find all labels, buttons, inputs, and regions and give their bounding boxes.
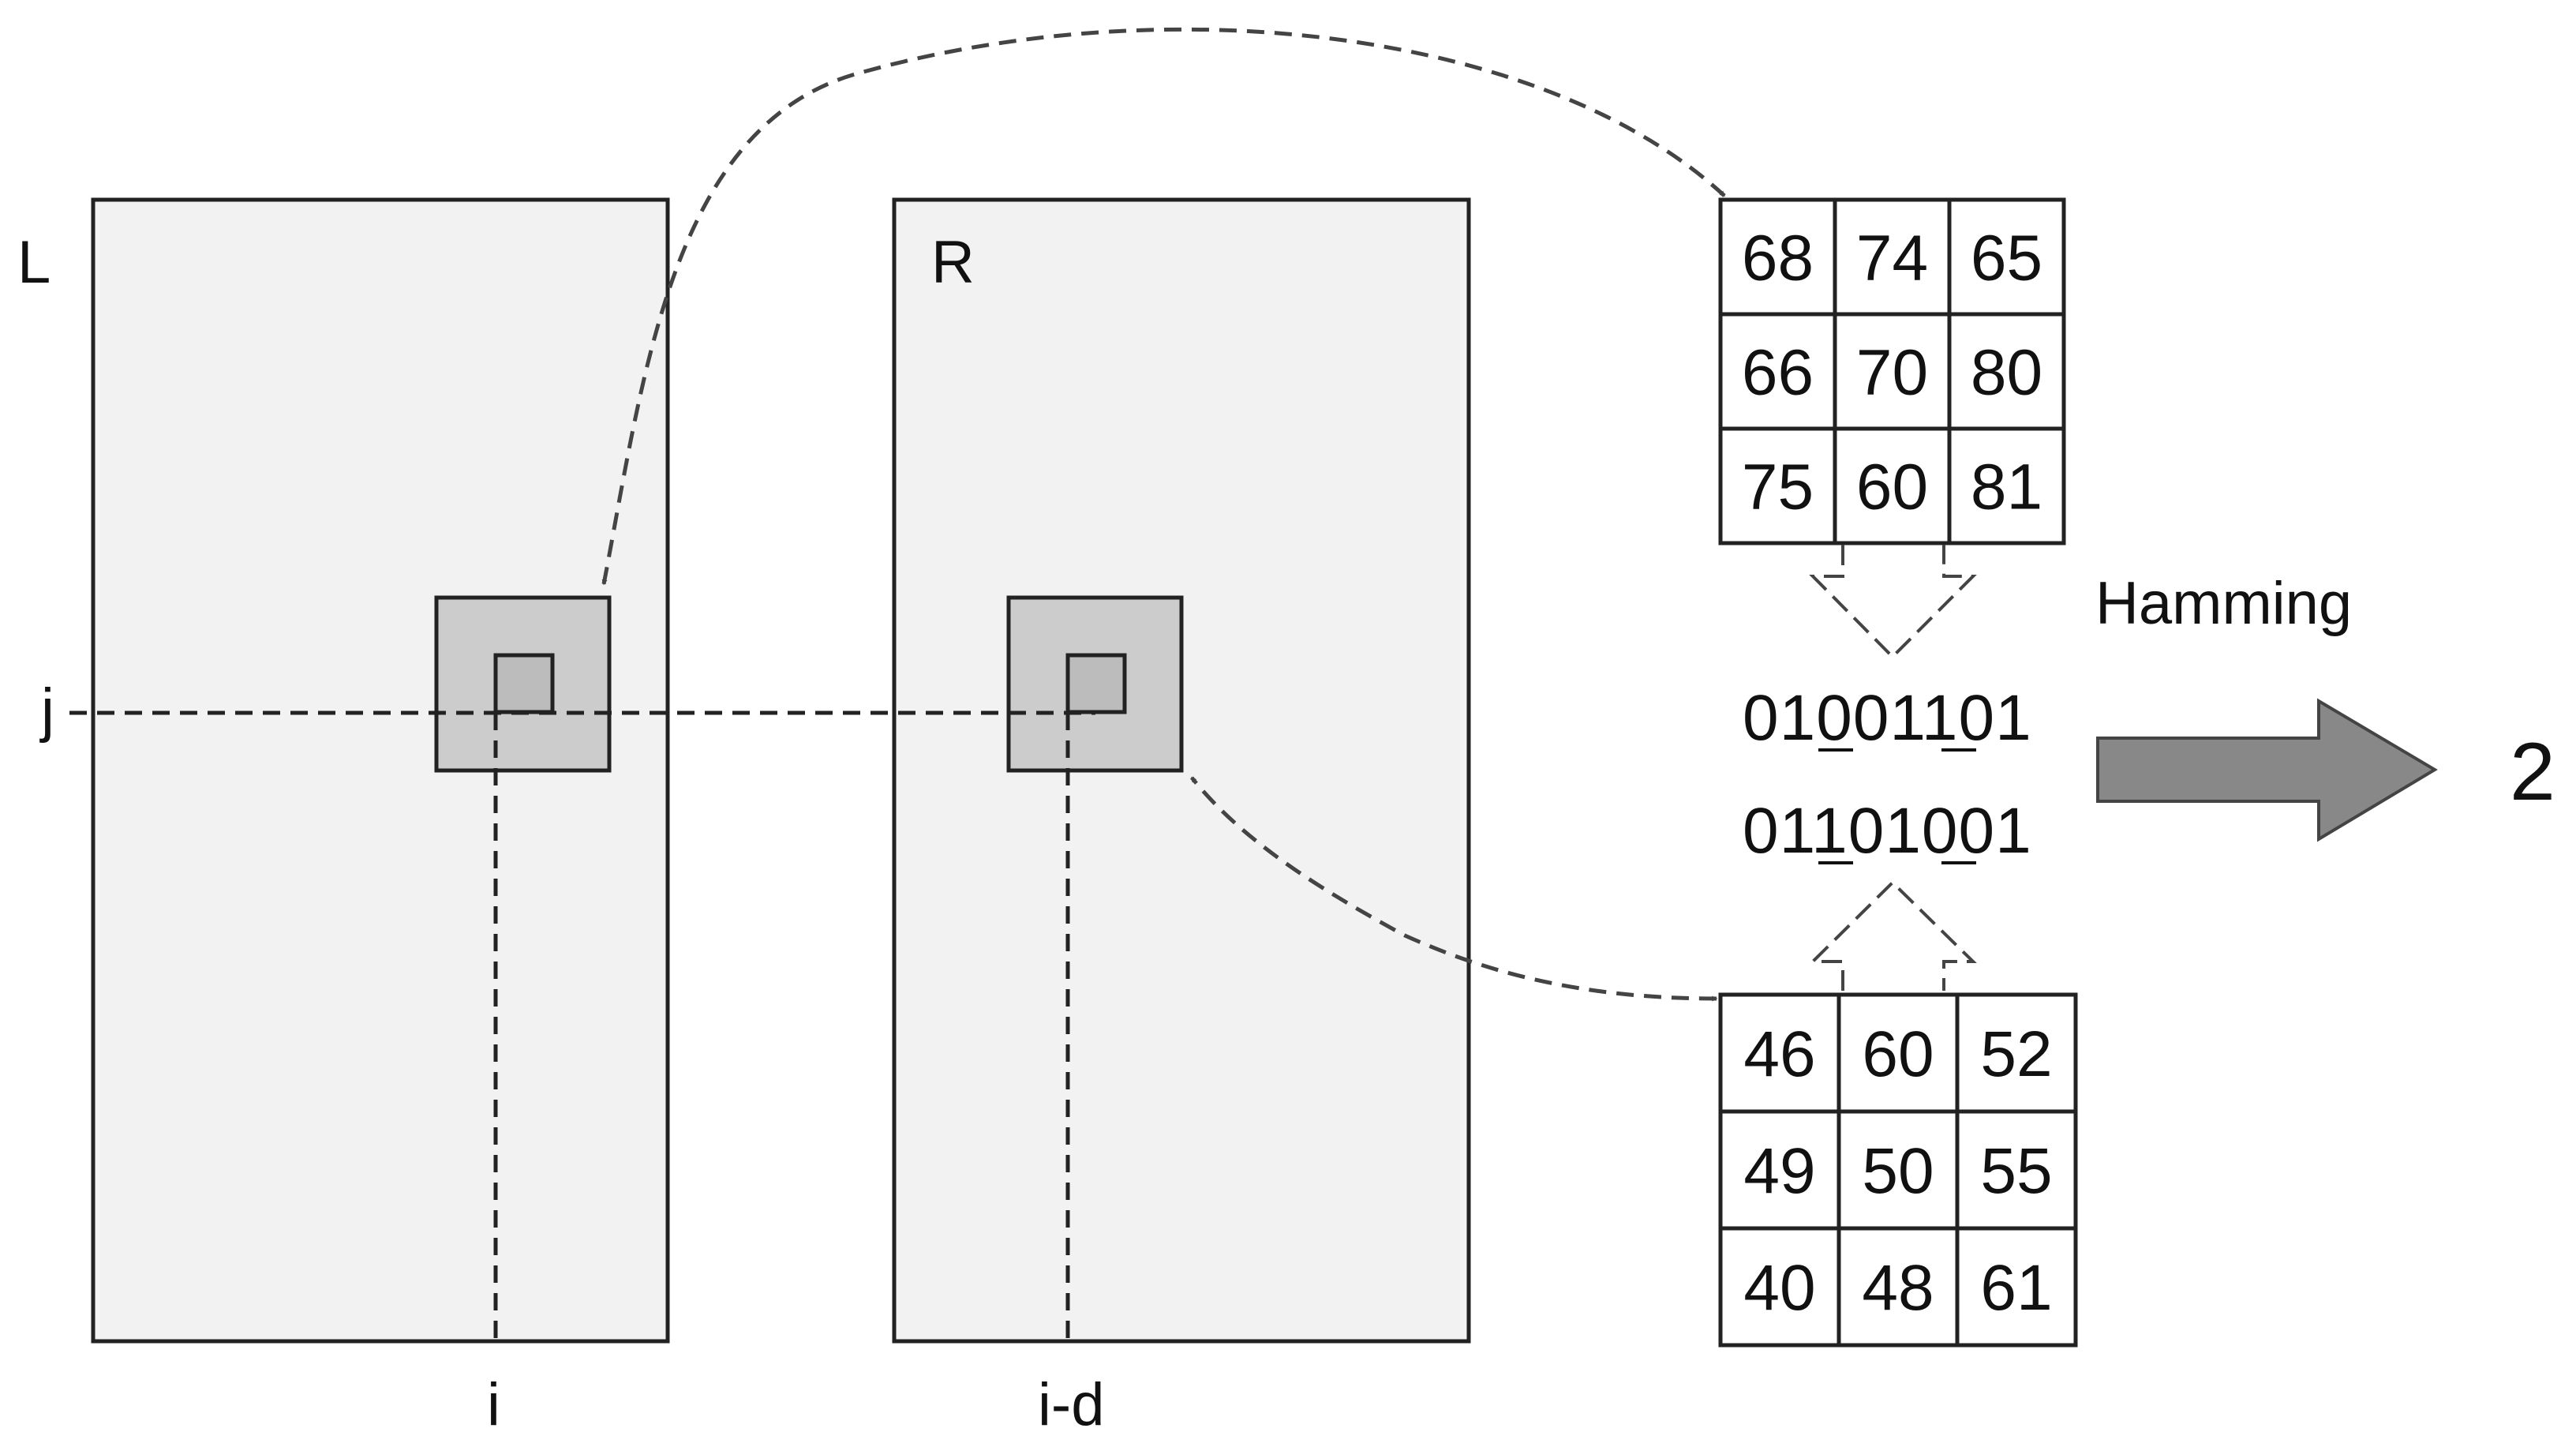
left-patch-grid: 68 74 65 66 70 80 75 60 81 (1718, 197, 2066, 545)
left-patch-cell (1718, 426, 1837, 545)
row-label: j (39, 677, 54, 744)
right-patch-cell (1955, 1109, 2078, 1231)
right-patch-cell (1955, 1226, 2078, 1348)
right-patch-value: 52 (1980, 1018, 2052, 1090)
left-patch-cell (1833, 197, 1952, 317)
right-patch-value: 60 (1862, 1018, 1934, 1090)
up-transform-arrow (1809, 880, 1977, 991)
right-window-to-patch-arrow (1190, 776, 1718, 1002)
result-arrow (2096, 698, 2438, 842)
census-bits-left: 01001101 (1743, 682, 2032, 754)
right-patch-value: 49 (1743, 1135, 1815, 1207)
right-patch-grid: 46 60 52 49 50 55 40 48 61 (1718, 992, 2078, 1348)
left-patch-value: 81 (1971, 452, 2042, 523)
census-bits-right: 01101001 (1743, 795, 2032, 867)
right-patch-value: 50 (1862, 1135, 1934, 1207)
left-patch-value: 66 (1742, 337, 1814, 409)
right-patch-cell (1837, 1109, 1960, 1231)
hamming-label: Hamming (2095, 570, 2352, 637)
left-patch-value: 65 (1971, 223, 2042, 294)
left-patch-cell (1833, 426, 1952, 545)
right-patch-value: 61 (1980, 1252, 2052, 1324)
left-patch-value: 60 (1856, 452, 1928, 523)
right-patch-value: 48 (1862, 1252, 1934, 1324)
right-patch-value: 40 (1743, 1252, 1815, 1324)
hamming-result: 2 (2510, 726, 2555, 818)
right-column-label: i-d (1038, 1371, 1104, 1438)
right-image-label: R (931, 229, 975, 296)
right-patch-value: 46 (1743, 1018, 1815, 1090)
left-image-label: L (17, 229, 51, 296)
right-window-center (1065, 653, 1127, 714)
left-patch-value: 70 (1856, 337, 1928, 409)
left-window-center (493, 653, 555, 714)
left-patch-value: 80 (1971, 337, 2042, 409)
left-patch-value: 75 (1742, 452, 1814, 523)
left-patch-value: 68 (1742, 223, 1814, 294)
right-patch-value: 55 (1980, 1135, 2052, 1207)
down-transform-arrow (1809, 545, 1977, 659)
left-window-to-patch-arrow (601, 27, 1726, 586)
right-patch-cell (1718, 1226, 1841, 1348)
left-patch-cell (1947, 426, 2066, 545)
left-patch-cell (1833, 312, 1952, 431)
left-patch-value: 74 (1856, 223, 1928, 294)
left-column-label: i (487, 1371, 500, 1438)
